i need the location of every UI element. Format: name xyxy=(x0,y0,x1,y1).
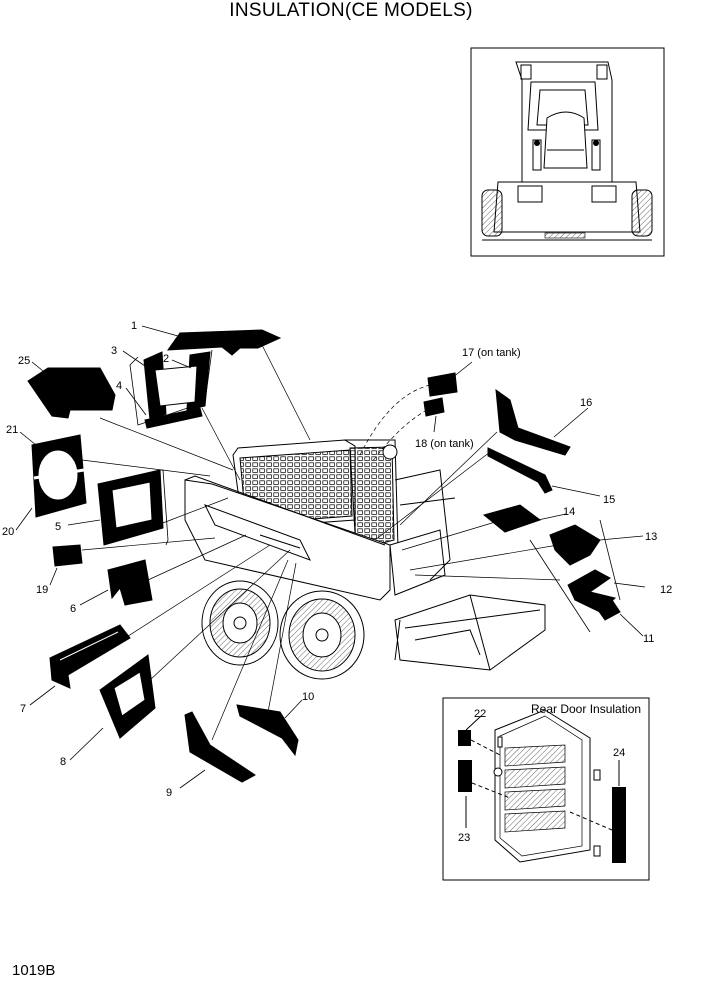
callout-arrows xyxy=(15,325,646,789)
skid-steer-loader xyxy=(184,439,546,680)
callout-3: 3 xyxy=(111,345,117,357)
callout-15: 15 xyxy=(603,494,615,506)
callout-10: 10 xyxy=(302,691,314,703)
callout-labels: 1 2 3 4 5 6 7 8 9 10 11 12 13 14 15 16 1… xyxy=(2,320,672,844)
callout-1: 1 xyxy=(131,320,137,332)
callout-24: 24 xyxy=(613,747,625,759)
callout-19: 19 xyxy=(36,584,48,596)
callout-23: 23 xyxy=(458,832,470,844)
callout-12: 12 xyxy=(660,584,672,596)
callout-8: 8 xyxy=(60,756,66,768)
callout-4: 4 xyxy=(116,380,122,392)
callout-5: 5 xyxy=(55,521,61,533)
callout-7: 7 xyxy=(20,703,26,715)
rear-door-inset: Rear Door Insulation xyxy=(442,697,650,881)
leader-lines xyxy=(81,344,561,741)
callout-14: 14 xyxy=(563,506,575,518)
callout-17: 17 (on tank) xyxy=(462,347,521,359)
callout-18: 18 (on tank) xyxy=(415,438,474,450)
callout-13: 13 xyxy=(645,531,657,543)
callout-9: 9 xyxy=(166,787,172,799)
callout-11: 11 xyxy=(643,633,654,645)
front-view-inset xyxy=(470,47,665,257)
callout-25: 25 xyxy=(18,355,30,367)
drawing-code: 1019B xyxy=(12,962,56,979)
callout-22: 22 xyxy=(474,708,486,720)
callout-21: 21 xyxy=(6,424,18,436)
rear-door-title: Rear Door Insulation xyxy=(531,702,641,716)
callout-6: 6 xyxy=(70,603,76,615)
insulation-parts xyxy=(27,329,621,783)
callout-16: 16 xyxy=(580,397,592,409)
callout-20: 20 xyxy=(2,526,14,538)
page-title: INSULATION(CE MODELS) xyxy=(229,0,473,21)
callout-2: 2 xyxy=(163,353,169,365)
